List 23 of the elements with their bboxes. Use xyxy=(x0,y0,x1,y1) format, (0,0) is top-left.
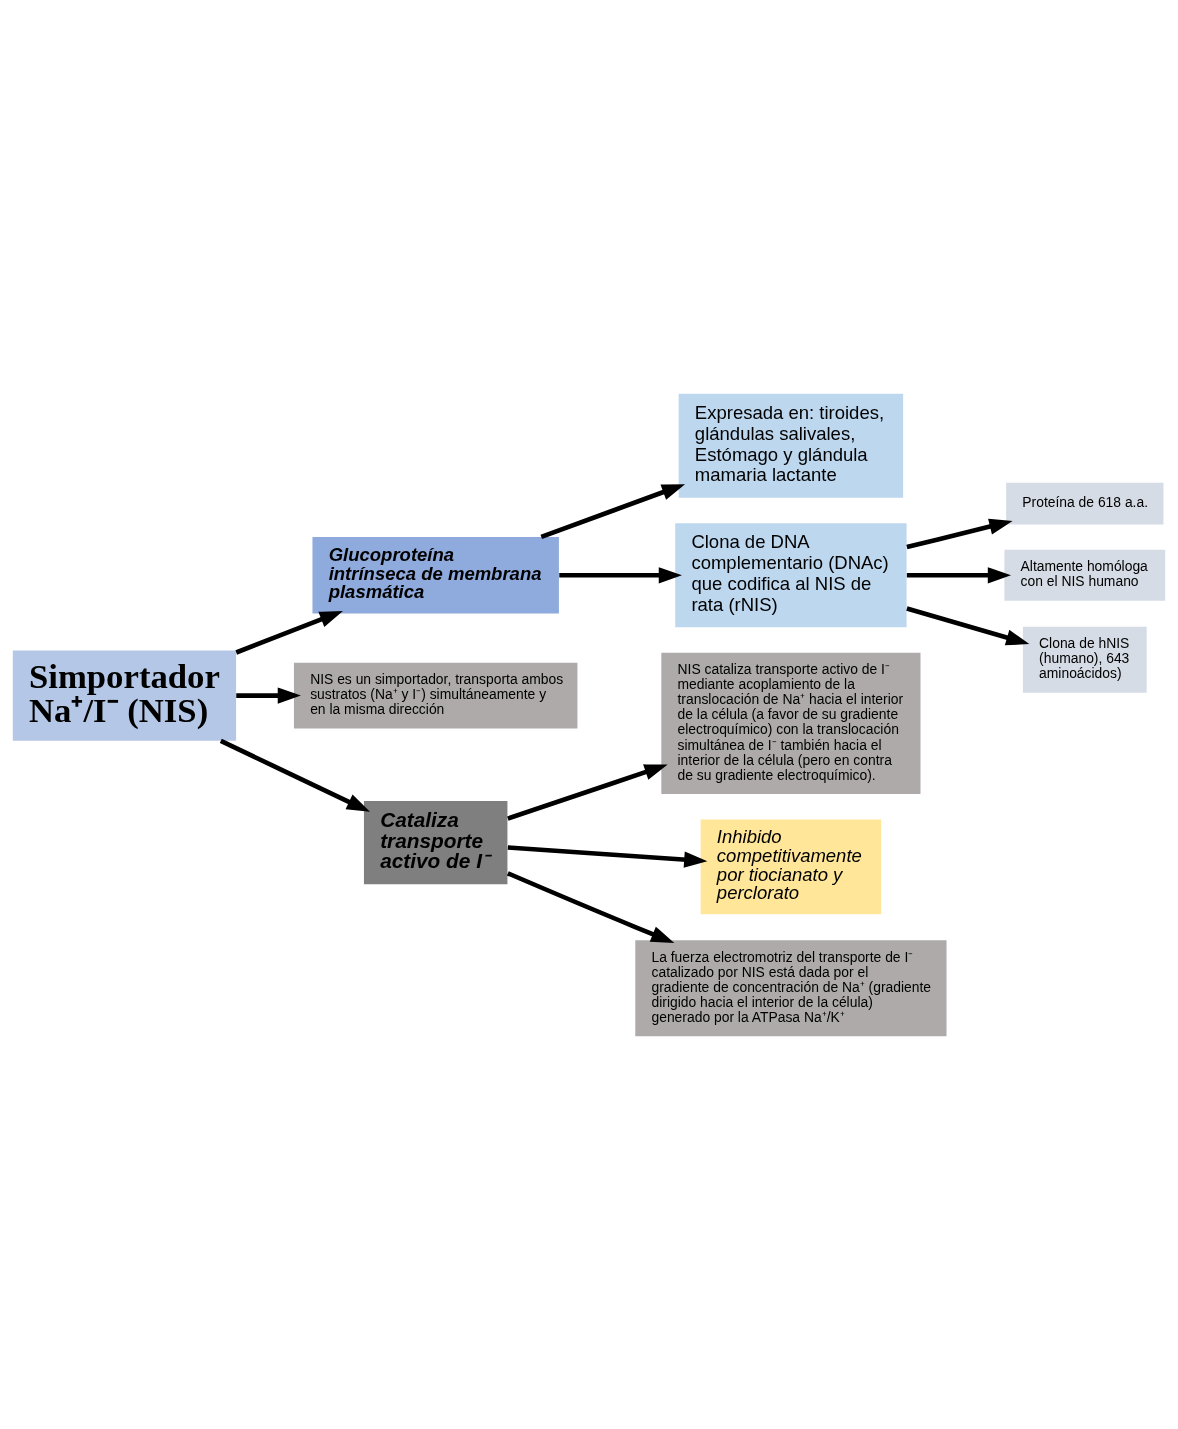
node-box: NIS cataliza transporte activo de I⁻ mediante acoplamiento de la translocación de Na⁺ hacia el interior de la célula (a favor de su gradiente electroquímico) con la translocación simultánea de I⁻ también hacia el interior de la célula (pero en contra de su gradiente electroquímico). xyxy=(661,652,921,794)
node-box: Altamente homóloga con el NIS humano xyxy=(1004,549,1166,601)
node-box: Expresada en: tiroides, glándulas salivales, Estómago y glándula mamaria lactante xyxy=(678,393,904,498)
arrow xyxy=(235,610,343,655)
arrow xyxy=(507,763,668,821)
node-box: Cataliza transporte activo de I⁻ xyxy=(363,800,508,884)
node-box: La fuerza electromotriz del transporte de I⁻ catalizado por NIS está dada por el gradiente de concentración de Na⁺ (gradiente dirigido hacia el interior de la célula) generado por la ATPasa Na⁺/K⁺ xyxy=(635,939,947,1036)
arrow xyxy=(236,687,301,704)
node-box: Inhibido competitivamente por tiocianato y perclorato xyxy=(700,818,882,914)
arrow xyxy=(506,870,675,943)
node-box: Clona de DNA complementario (DNAc) que codifica al NIS de rata (rNIS) xyxy=(675,522,907,627)
arrow xyxy=(906,518,1013,549)
arrow xyxy=(219,738,370,812)
node-box: Clona de hNIS (humano), 643 aminoácidos) xyxy=(1022,626,1147,693)
arrow xyxy=(540,483,686,539)
node-box: Simportador Na⁺/I⁻ (NIS) xyxy=(12,650,237,741)
arrow xyxy=(906,605,1030,645)
arrow xyxy=(507,844,708,868)
arrow xyxy=(559,566,682,583)
node-box: NIS es un simportador, transporta ambos sustratos (Na⁺ y I⁻) simultáneamente y en la misma dirección xyxy=(293,662,578,729)
arrow xyxy=(906,566,1011,583)
node-box: Glucoproteína intrínseca de membrana plasmática xyxy=(312,536,559,613)
node-box: Proteína de 618 a.a. xyxy=(1006,482,1164,524)
